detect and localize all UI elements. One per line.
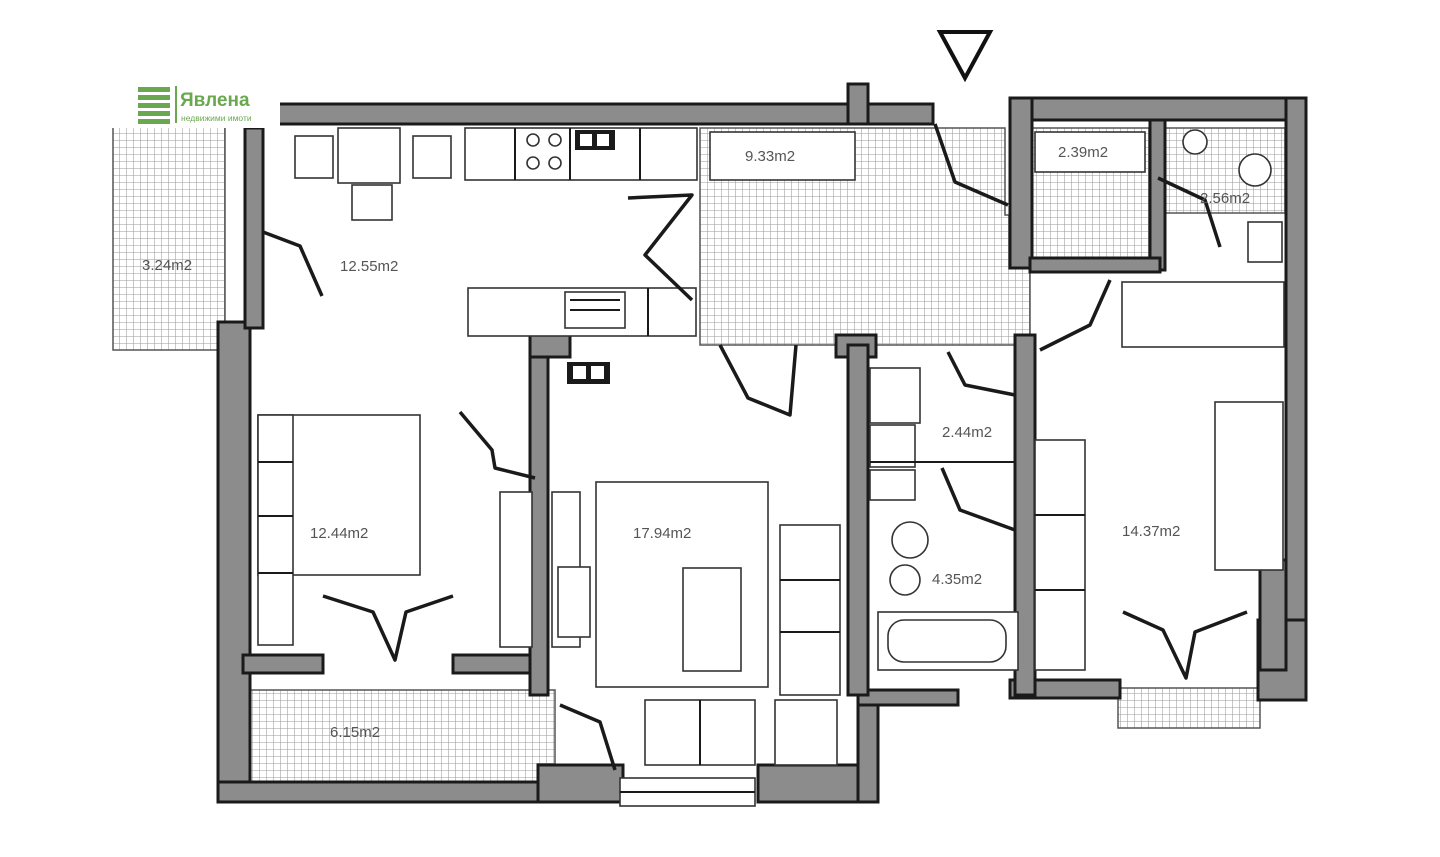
bedroom-left-area-label: 12.44m2 [310,525,368,542]
balcony-bottom-area-label: 6.15m2 [330,724,380,741]
corridor-area-label: 9.33m2 [745,148,795,165]
right-bedroom-furniture [1034,281,1285,671]
left-bedroom-furniture [257,414,533,648]
entrance-triangle-icon [936,30,994,83]
balcony-left-area-label: 3.24m2 [142,257,192,274]
door-swings [262,123,1248,771]
company-logo: Явлена недвижими имоти [110,82,280,128]
storage-shelf [1034,131,1146,173]
living-furniture [551,481,841,807]
walls [216,82,1308,804]
balcony-left-area [112,119,226,351]
wc-area-label: 2.56m2 [1200,190,1250,207]
logo-subtitle: недвижими имоти [181,113,252,123]
living-area-label: 17.94m2 [633,525,691,542]
kitchen-area-label: 12.55m2 [340,258,398,275]
bathroom-area-label: 4.35m2 [932,571,982,588]
bathroom-fixtures [877,521,1019,671]
closet-furniture [869,367,1015,501]
logo-name: Явлена [180,90,250,111]
bedroom-right-area-label: 14.37m2 [1122,523,1180,540]
corridor-wardrobe [709,131,856,181]
closet-area-label: 2.44m2 [942,424,992,441]
balcony-right-area [1117,687,1261,729]
storage-area-label: 2.39m2 [1058,144,1108,161]
logo-mark-icon [138,87,170,124]
room-labels: 12.55m2 9.33m2 2.39m2 2.56m2 3.24m2 12.4… [142,144,1250,741]
wc-fixtures [1182,129,1283,263]
kitchen-furniture [294,127,698,384]
